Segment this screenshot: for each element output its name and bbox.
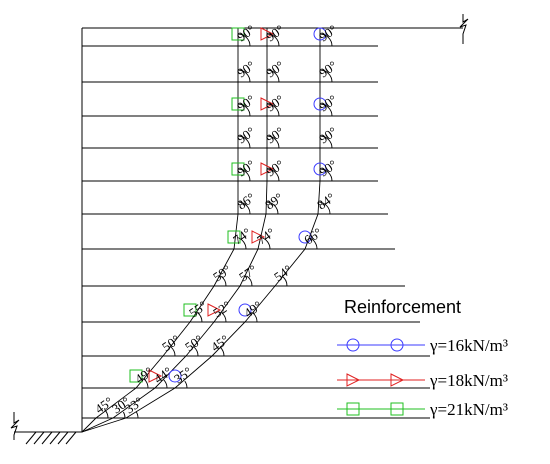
angle-arc [319, 168, 333, 182]
angle-arc [309, 237, 318, 250]
angle-arc [252, 312, 258, 323]
square-marker-icon [227, 230, 241, 244]
angle-label: 89° [262, 190, 286, 213]
angle-label: 54° [271, 262, 295, 285]
angle-label: 45° [208, 332, 232, 355]
legend-label-18: γ=18kN/m³ [429, 371, 508, 390]
angle-label: 74° [254, 225, 278, 248]
angle-arc [238, 201, 251, 215]
angle-arc [261, 237, 271, 250]
angle-label: 66° [301, 225, 325, 248]
square-marker-icon [231, 162, 245, 176]
angle-arc [193, 346, 199, 357]
triangle-marker-icon [390, 373, 405, 387]
circle-marker-icon [346, 338, 360, 352]
reinforcement-layers [82, 45, 430, 419]
angle-arc [266, 69, 280, 83]
angle-arc [319, 69, 333, 83]
square-marker-icon [346, 402, 360, 416]
legend-item-21: γ=21kN/m³ [337, 400, 508, 419]
angle-arc [122, 411, 126, 419]
angle-label: 52° [210, 298, 234, 321]
angle-arc [266, 168, 280, 182]
angle-arc [266, 103, 280, 117]
circle-marker-icon [298, 230, 312, 244]
ground-hatching [25, 431, 77, 445]
angle-arc [143, 378, 149, 389]
angle-arc [281, 275, 288, 287]
angle-annotations: 45°49°50°55°59°74°86°90°90°90°90°90°30°4… [92, 22, 340, 419]
circle-marker-icon [238, 303, 252, 317]
angle-arc [246, 275, 253, 287]
angle-label: 50° [182, 332, 206, 355]
angle-arc [237, 69, 251, 83]
break-symbol-top [459, 14, 469, 44]
angle-arc [220, 347, 225, 357]
square-marker-icon [129, 369, 143, 383]
break-symbol-ground [10, 412, 20, 440]
angle-arc [266, 33, 280, 47]
angle-arc [266, 201, 279, 215]
angle-arc [104, 409, 109, 419]
angle-label: 59° [210, 262, 234, 285]
angle-arc [319, 135, 333, 149]
triangle-marker-icon [260, 27, 275, 41]
angle-arc [135, 411, 139, 419]
legend-title: Reinforcement [344, 297, 461, 317]
triangle-marker-icon [346, 373, 361, 387]
angle-arc [184, 380, 188, 389]
triangle-marker-icon [148, 369, 163, 383]
triangle-marker-icon [207, 303, 222, 317]
legend-item-16: γ=16kN/m³ [337, 336, 508, 355]
angle-label: 55° [186, 298, 210, 321]
angle-arc [196, 311, 203, 323]
angle-arc [266, 135, 280, 149]
angle-arc [163, 379, 168, 389]
square-marker-icon [231, 27, 245, 41]
triangle-marker-icon [260, 162, 275, 176]
circle-marker-icon [390, 338, 404, 352]
circle-marker-icon [168, 369, 182, 383]
angle-arc [237, 135, 251, 149]
legend: Reinforcement γ=16kN/m³ γ=18kN/m³ γ=21kN… [337, 297, 508, 419]
angle-arc [237, 237, 247, 250]
angle-label: 49° [241, 298, 265, 321]
angle-arc [319, 33, 333, 47]
legend-item-18: γ=18kN/m³ [337, 371, 508, 390]
triangle-marker-icon [260, 97, 275, 111]
legend-label-21: γ=21kN/m³ [429, 400, 508, 419]
angle-arc [319, 201, 331, 215]
failure-surfaces [81, 27, 327, 433]
angle-label: 74° [230, 225, 254, 248]
angle-arc [170, 346, 176, 357]
legend-label-16: γ=16kN/m³ [429, 336, 508, 355]
square-marker-icon [390, 402, 404, 416]
angle-arc [219, 275, 227, 287]
angle-arc [319, 103, 333, 117]
angle-arc [221, 312, 227, 323]
square-marker-icon [231, 97, 245, 111]
triangle-marker-icon [251, 230, 266, 244]
angle-arc [237, 103, 251, 117]
circle-marker-icon [313, 97, 327, 111]
failure-surface-curve [81, 28, 321, 433]
circle-marker-icon [313, 162, 327, 176]
angle-label: 84° [314, 190, 338, 213]
angle-arc [237, 168, 251, 182]
angle-arc [237, 33, 251, 47]
failure-surface-curve [81, 28, 268, 433]
square-marker-icon [183, 303, 197, 317]
angle-label: 57° [236, 262, 260, 285]
circle-marker-icon [313, 27, 327, 41]
